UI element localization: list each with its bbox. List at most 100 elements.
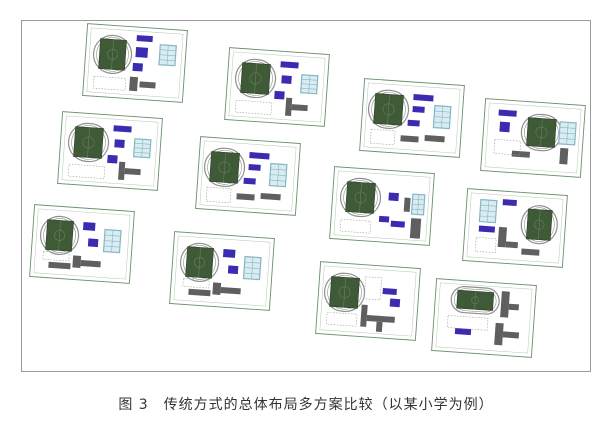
- building-block: [500, 291, 510, 318]
- sports-field: [323, 272, 366, 313]
- teaching-block: [281, 75, 292, 84]
- glass-building: [558, 121, 577, 146]
- teaching-block: [389, 298, 401, 308]
- building-block: [80, 259, 101, 268]
- teaching-block: [499, 121, 511, 133]
- site-plan-scheme-6: [195, 136, 301, 216]
- landscape-zone: [92, 75, 127, 91]
- glass-building: [268, 162, 288, 188]
- site-plan-scheme-9: [29, 204, 135, 284]
- teaching-block: [388, 192, 399, 202]
- building-block: [375, 321, 383, 333]
- building-block: [236, 193, 255, 201]
- teaching-block: [113, 125, 132, 133]
- building-block: [188, 288, 211, 297]
- building-block: [497, 226, 508, 248]
- building-block: [521, 248, 540, 256]
- site-plan-scheme-1: [82, 23, 188, 103]
- teaching-block: [107, 154, 118, 164]
- building-block: [403, 197, 411, 212]
- site-plan-scheme-10: [169, 231, 275, 311]
- building-block: [285, 97, 293, 117]
- site-plan-scheme-12: [431, 278, 537, 358]
- building-block: [129, 76, 139, 92]
- site-plan-scheme-8: [462, 188, 568, 268]
- building-block: [409, 218, 422, 239]
- sports-field: [179, 242, 220, 283]
- building-block: [502, 331, 520, 339]
- sports-field: [203, 147, 246, 188]
- site-plan-scheme-7: [329, 166, 435, 246]
- teaching-block: [498, 109, 517, 117]
- sports-field: [39, 215, 80, 256]
- landscape-zone: [363, 276, 382, 301]
- teaching-block: [132, 62, 143, 72]
- glass-building: [410, 193, 426, 216]
- teaching-block: [378, 215, 390, 223]
- teaching-block: [135, 47, 149, 58]
- teaching-block: [390, 220, 405, 228]
- building-block: [360, 304, 368, 327]
- sports-field: [450, 285, 500, 315]
- building-block: [118, 161, 126, 181]
- landscape-zone: [325, 311, 358, 327]
- teaching-block: [280, 61, 299, 69]
- building-block: [494, 322, 504, 346]
- teaching-block: [502, 199, 517, 207]
- teaching-block: [249, 152, 270, 160]
- building-block: [72, 255, 82, 268]
- glass-building: [158, 44, 177, 67]
- sports-field: [92, 34, 133, 75]
- teaching-block: [243, 177, 256, 185]
- figure-frame: [21, 20, 591, 372]
- teaching-block: [227, 265, 239, 275]
- building-block: [220, 286, 241, 295]
- teaching-block: [136, 35, 153, 43]
- sports-field: [520, 205, 558, 245]
- building-block: [291, 104, 308, 112]
- building-block: [505, 241, 519, 249]
- teaching-block: [454, 328, 472, 336]
- sports-field: [339, 177, 382, 218]
- glass-building: [102, 228, 122, 254]
- building-block: [400, 135, 419, 143]
- sports-field: [367, 89, 410, 130]
- building-block: [260, 192, 281, 201]
- building-block: [48, 261, 71, 270]
- building-block: [124, 168, 141, 176]
- building-block: [212, 282, 222, 295]
- teaching-block: [407, 119, 420, 127]
- site-plan-scheme-4: [480, 98, 586, 178]
- site-plan-scheme-5: [57, 111, 163, 191]
- sports-field: [67, 122, 110, 163]
- sports-field: [234, 58, 277, 99]
- building-block: [559, 147, 569, 165]
- site-plan-scheme-11: [315, 261, 421, 341]
- teaching-block: [222, 249, 236, 258]
- teaching-block: [413, 94, 434, 102]
- site-plan-grid: [29, 23, 586, 358]
- landscape-zone: [474, 236, 497, 254]
- building-block: [424, 134, 445, 143]
- glass-building: [478, 198, 498, 224]
- teaching-block: [274, 90, 285, 100]
- teaching-block: [248, 164, 261, 171]
- teaching-block: [412, 106, 425, 113]
- teaching-block: [87, 238, 99, 248]
- glass-building: [300, 74, 319, 95]
- figure-caption: 图 3 传统方式的总体布局多方案比较（以某小学为例）: [118, 397, 494, 413]
- site-plan-scheme-2: [224, 47, 330, 127]
- teaching-block: [114, 139, 125, 148]
- glass-building: [432, 104, 452, 130]
- teaching-block: [82, 222, 96, 231]
- glass-building: [133, 138, 152, 159]
- building-block: [366, 314, 395, 323]
- glass-building: [242, 255, 262, 281]
- teaching-block: [478, 225, 496, 233]
- sports-field: [520, 113, 562, 152]
- building-block: [511, 150, 531, 158]
- building-block: [508, 303, 520, 311]
- teaching-block: [382, 288, 397, 295]
- site-plan-scheme-3: [359, 78, 465, 158]
- building-block: [139, 81, 156, 89]
